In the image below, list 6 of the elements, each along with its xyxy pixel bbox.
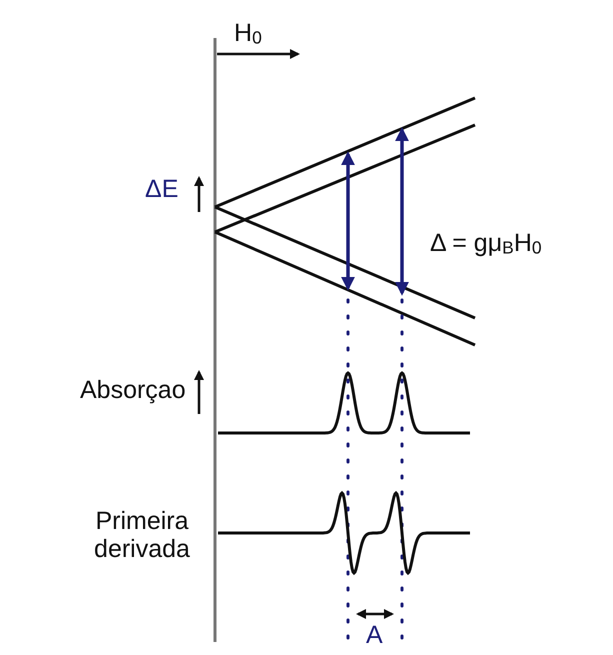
energy-label: ΔE xyxy=(145,176,178,204)
field-label: H$_{0}$ xyxy=(234,20,262,48)
axis-label: Absorçao xyxy=(80,377,186,404)
axis-label: Primeira derivada xyxy=(93,508,191,563)
dimension-label: A xyxy=(366,622,383,650)
formula-label: Δ = gμ$_{B}$H$_{0}$ xyxy=(430,230,542,258)
